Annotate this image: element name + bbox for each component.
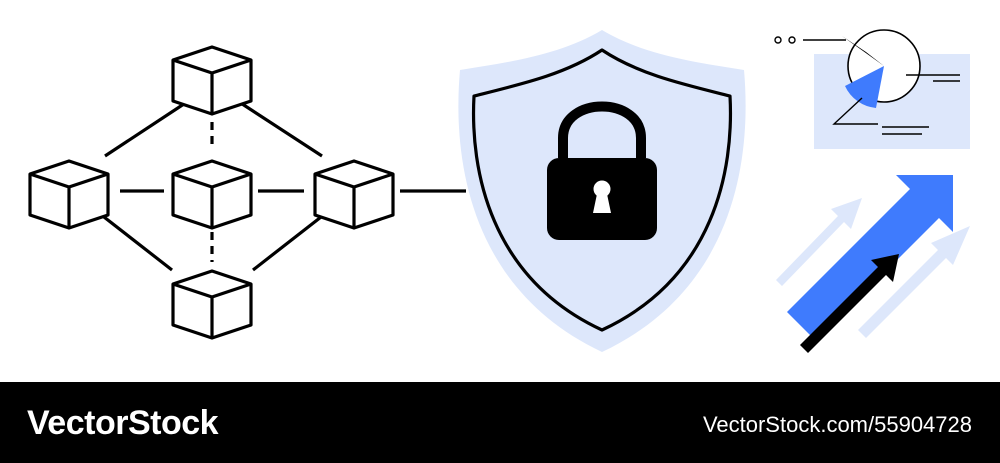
cube-top [171, 45, 253, 116]
illustration [28, 29, 970, 353]
pie-chart-card-icon [774, 29, 970, 149]
shield-lock-icon [458, 30, 746, 352]
growth-arrows-icon [776, 175, 970, 353]
network-links [94, 96, 466, 272]
brand-logo-text: VectorStock [27, 404, 219, 442]
cube-left [28, 159, 110, 230]
blockchain-network-icon [28, 45, 466, 340]
padlock-shackle [558, 101, 646, 158]
keyhole-icon [593, 180, 611, 198]
arrow-black [800, 254, 899, 353]
watermark-bar: VectorStock VectorStock.com/55904728 [0, 382, 1000, 463]
arrow-blue [787, 175, 953, 341]
cube-bottom [171, 269, 253, 340]
pie-slice-blue [845, 66, 884, 108]
pie-slice-black [842, 36, 884, 66]
cube-right [313, 159, 395, 230]
cube-center [171, 159, 253, 230]
image-id-text: VectorStock.com/55904728 [702, 412, 972, 437]
